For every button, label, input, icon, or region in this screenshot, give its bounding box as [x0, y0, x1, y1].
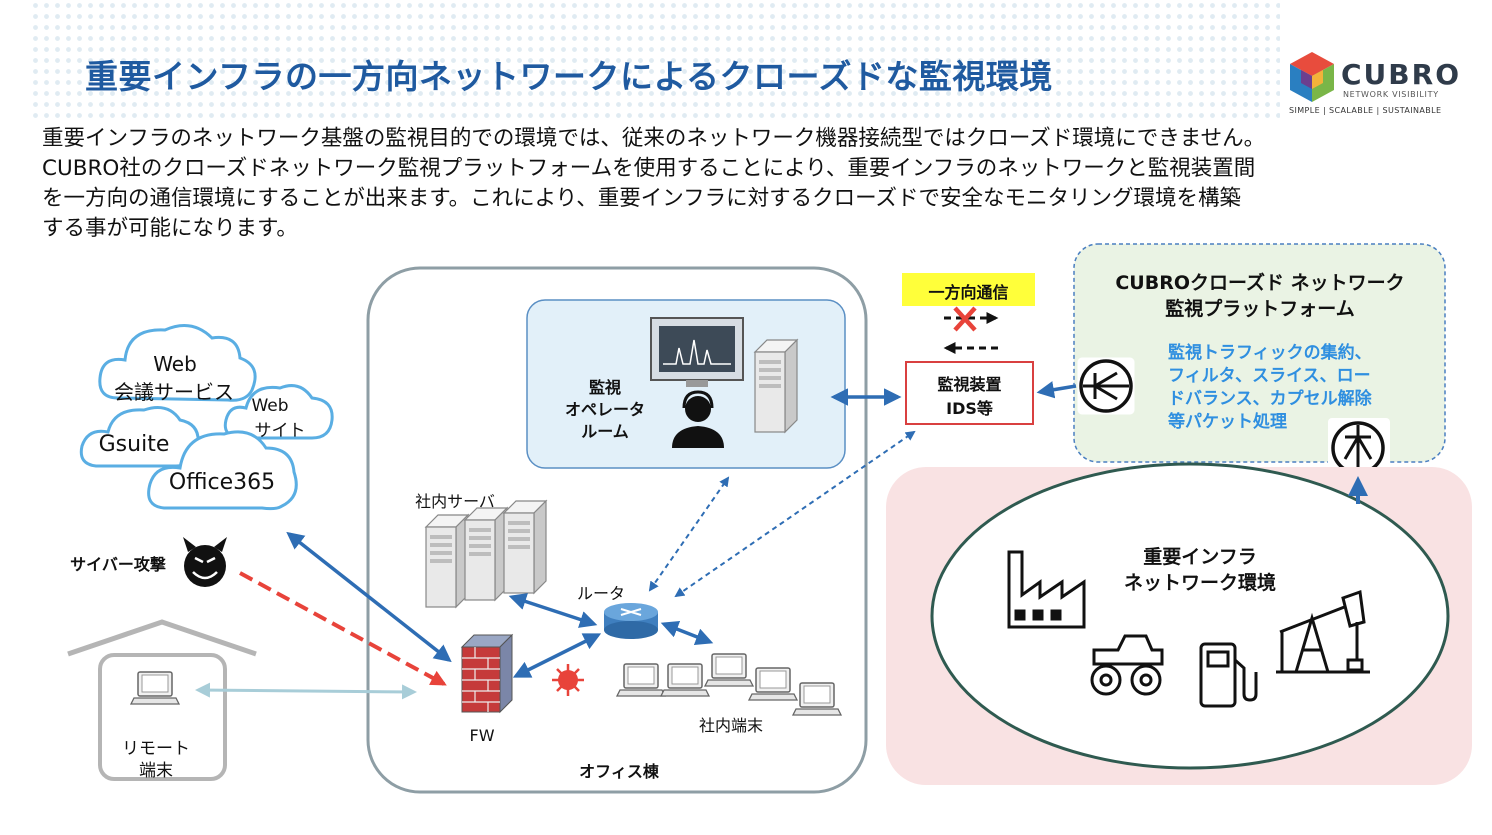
decorative-dot-pattern [30, 0, 1280, 120]
platform-title-1: CUBROクローズド ネットワーク [1115, 272, 1405, 294]
firewall-icon [460, 633, 514, 714]
fw-router-arrow [512, 633, 602, 678]
router-ids-dashed-arrow [674, 430, 916, 598]
office-laptop-icon [660, 663, 710, 697]
cloud-web-meeting-label-2: 会議サービス [114, 380, 234, 404]
infra-label-2: ネットワーク環境 [1123, 572, 1276, 594]
tap-to-ids-arrow [1036, 381, 1077, 399]
platform-box [1073, 243, 1446, 463]
monster-truck-icon [1090, 634, 1164, 696]
office-terminal-label: 社内端末 [698, 716, 763, 735]
cloud-website-label-2: サイト [254, 421, 306, 441]
router-terminal-arrow [660, 620, 714, 646]
description: 重要インフラのネットワーク基盤の監視目的での環境では、従来のネットワーク機器接続… [42, 124, 1462, 244]
server-router-arrow [508, 593, 598, 628]
infra-label-1: 重要インフラ [1143, 546, 1257, 568]
devil-icon [183, 537, 227, 587]
office-laptop-icon [748, 667, 798, 701]
ops-server-icon [754, 339, 798, 433]
infra-network-ellipse [930, 462, 1450, 770]
monitor-icon [650, 317, 744, 387]
cloud-website-label-1: Web [251, 396, 289, 416]
cloud-office365-label: Office365 [168, 470, 276, 495]
factory-icon [1007, 550, 1086, 629]
cloud-web-meeting-icon [98, 324, 257, 402]
cloud-fw-arrow [286, 531, 452, 663]
office-laptop-icon [704, 653, 754, 687]
cubro-logo-icon [1290, 52, 1334, 102]
cloud-office365-icon [147, 430, 298, 511]
platform-desc-3: ドバランス、カプセル解除 [1168, 389, 1372, 409]
page-title: 重要インフラの一方向ネットワークによるクローズドな監視環境 [85, 57, 1053, 96]
office-server-icon [503, 500, 547, 594]
office-laptop-icon [792, 682, 842, 716]
ops-room-label-2: オペレータ [564, 400, 645, 419]
description-line: CUBRO社のクローズドネットワーク監視プラットフォームを使用することにより、重… [42, 156, 1256, 181]
office-building-label: オフィス棟 [579, 762, 659, 781]
ops-room-label-1: 監視 [588, 378, 621, 397]
office-server-icon [425, 514, 469, 608]
platform-desc-1: 監視トラフィックの集約、 [1168, 343, 1372, 363]
remote-laptop-icon [130, 671, 180, 705]
router-icon [604, 603, 658, 639]
one-way-highlight [902, 273, 1035, 306]
fw-label: FW [469, 726, 495, 745]
cloud-gsuite-label: Gsuite [98, 432, 170, 457]
office-server-label: 社内サーバ [415, 492, 495, 511]
ids-label-2: IDS等 [946, 399, 993, 418]
description-line: を一方向の通信環境にすることが出来ます。これにより、重要インフラに対するクローズ… [42, 186, 1242, 211]
blocked-x-icon [953, 306, 977, 332]
platform-desc-4: 等パケット処理 [1168, 412, 1287, 432]
tap-icon [1077, 357, 1135, 415]
cloud-website-icon [223, 384, 334, 440]
cyber-attack-label: サイバー攻撃 [70, 555, 166, 574]
logo-subtitle: NETWORK VISIBILITY [1343, 90, 1439, 99]
platform-desc-2: フィルタ、スライス、ロー [1168, 366, 1371, 386]
cloud-web-meeting-label-1: Web [153, 352, 197, 376]
remote-house-icon [67, 619, 257, 781]
logo-name: CUBRO [1341, 58, 1461, 91]
router-ops-dashed-arrow [648, 476, 730, 592]
office-server-icon [464, 507, 508, 601]
attack-arrow [239, 571, 447, 686]
tap-icon [1328, 418, 1390, 478]
ids-box [905, 361, 1034, 425]
remote-label-2: 端末 [139, 761, 173, 781]
description-line: 重要インフラのネットワーク基盤の監視目的での環境では、従来のネットワーク機器接続… [42, 126, 1266, 151]
ids-label-1: 監視装置 [937, 375, 1002, 394]
one-way-label: 一方向通信 [928, 283, 1009, 302]
gas-pump-icon [1199, 642, 1258, 708]
description-line: する事が可能になります。 [42, 216, 298, 241]
router-label: ルータ [576, 584, 625, 603]
remote-label-1: リモート [122, 739, 190, 759]
platform-title-2: 監視プラットフォーム [1165, 298, 1355, 320]
logo-tagline: SIMPLE | SCALABLE | SUSTAINABLE [1289, 106, 1442, 115]
office-laptop-icon [616, 663, 666, 697]
ops-room-label-3: ルーム [581, 422, 629, 441]
oil-pumpjack-icon [1276, 589, 1370, 674]
remote-fw-arrow [195, 682, 417, 700]
